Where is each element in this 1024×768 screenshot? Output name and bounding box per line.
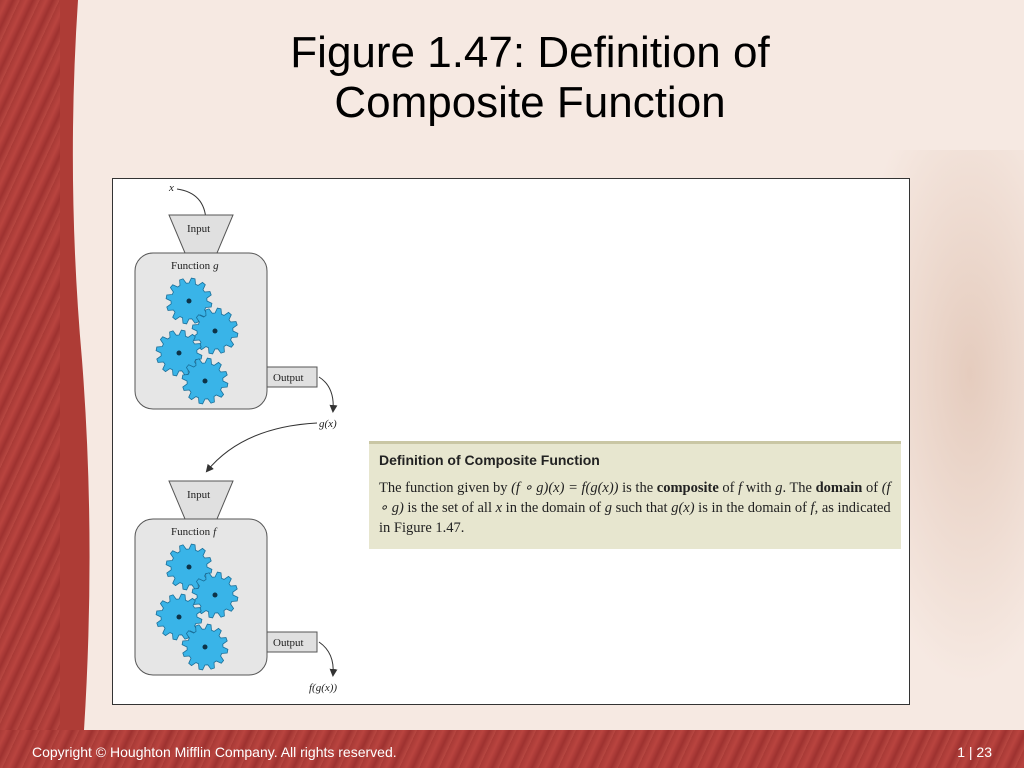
gear-axle [202,644,208,650]
gx-to-input-arrow [205,422,318,473]
output-box-2 [266,631,318,653]
gear-axle [176,614,182,620]
gear-axle [212,592,218,598]
input-label-2: Input [187,489,210,501]
output-arrow-1 [318,376,338,413]
gear-axle [202,378,208,384]
gx-label: g(x) [319,418,337,430]
fgx-label: f(g(x)) [309,682,337,694]
output-box-1 [266,366,318,388]
title-line-1: Figure 1.47: Definition of [290,28,770,77]
page-number: 1 | 23 [957,744,992,760]
gears-f [155,543,239,671]
gears-g [155,277,239,405]
definition-box: Definition of Composite Function The fun… [369,441,901,549]
input-label-1: Input [187,223,210,235]
output-label-1: Output [273,372,304,384]
output-arrow-2 [318,641,338,677]
border-edge [60,0,90,730]
definition-text: The function given by (f ∘ g)(x) = f(g(x… [379,480,891,536]
x-label: x [168,182,174,194]
copyright-text: Copyright © Houghton Mifflin Company. Al… [32,744,397,760]
gear-axle [186,298,192,304]
gear-axle [176,350,182,356]
definition-heading: Definition of Composite Function [379,452,600,468]
footer-bar [0,730,1024,768]
gear-axle [186,564,192,570]
output-label-2: Output [273,637,304,649]
title-line-2: Composite Function [334,78,726,127]
gear-axle [212,328,218,334]
slide-title: Figure 1.47: Definition of Composite Fun… [150,28,910,128]
